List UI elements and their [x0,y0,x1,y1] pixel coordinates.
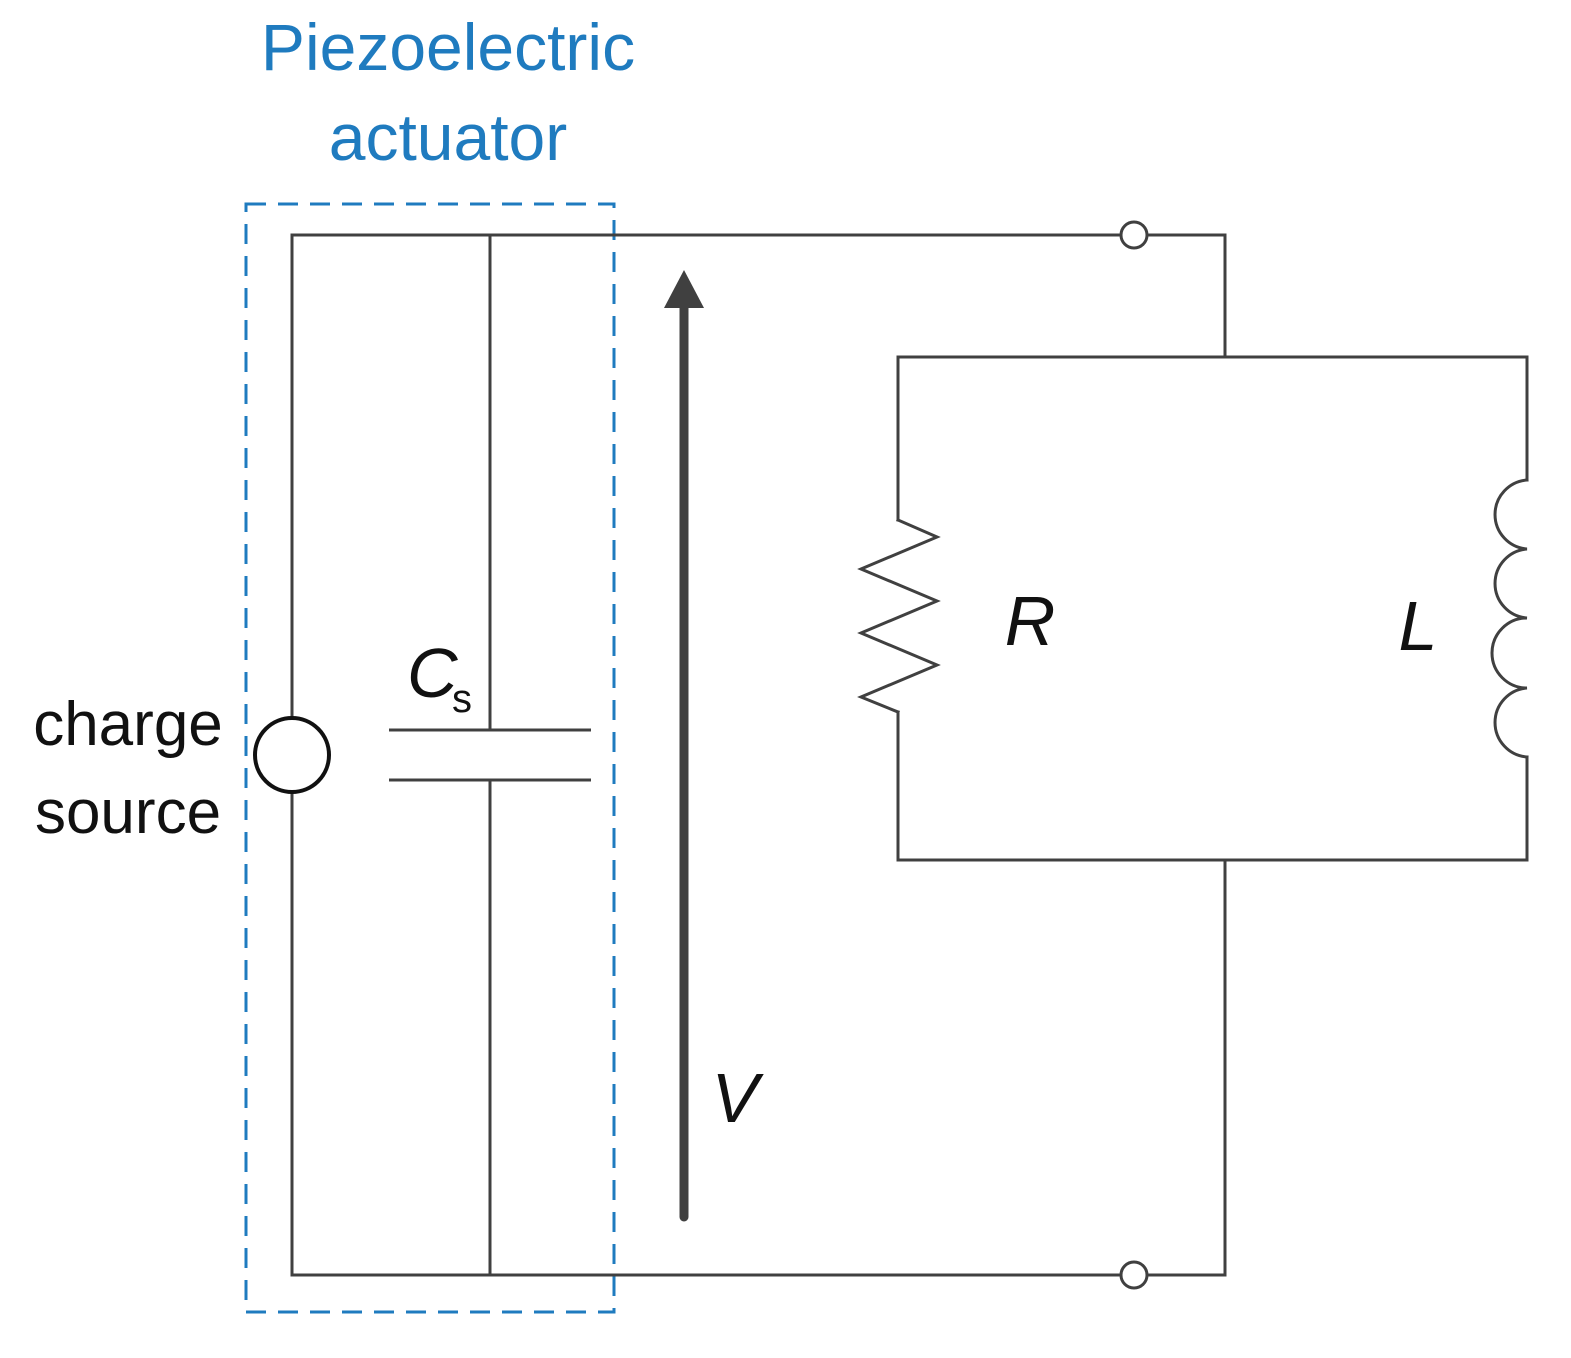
charge-source-icon [253,716,331,794]
inductor-icon [1490,478,1529,759]
capacitor-subscript: s [452,677,472,721]
voltage-label: V [712,1059,765,1137]
capacitor-label: C [407,634,458,712]
terminal-top [1119,220,1149,250]
charge-source-label-line2: source [35,778,221,847]
terminal-bottom [1119,1260,1149,1290]
inductor-label: L [1399,587,1438,665]
top-wire [290,233,1227,359]
charge-source-label-line1: charge [33,690,223,759]
resistor-label: R [1005,582,1056,660]
resistor-icon [857,518,941,714]
bottom-wire [290,860,1227,1277]
voltage-arrow-head [664,270,704,308]
actuator-title-line1: Piezoelectric [261,10,635,84]
actuator-title-line2: actuator [329,100,567,174]
